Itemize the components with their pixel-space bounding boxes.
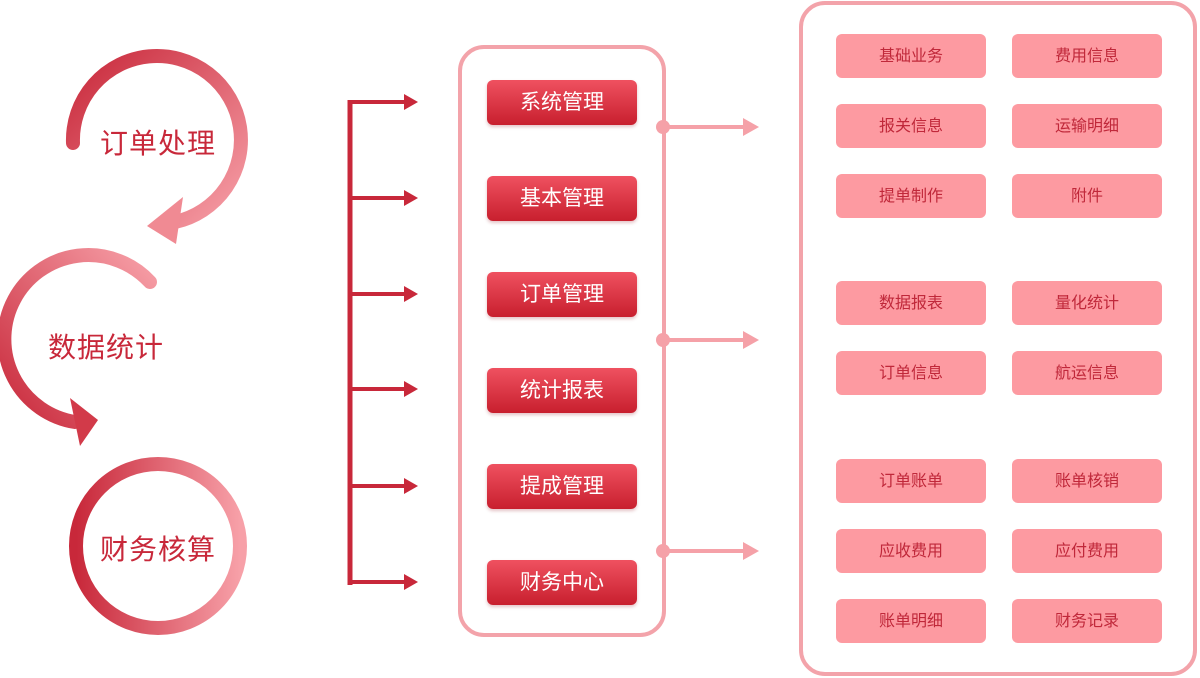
cycle-arc-2	[0, 248, 157, 429]
module-panel	[458, 45, 666, 637]
cycle-ring	[69, 457, 247, 635]
feature-bill-detail[interactable]: 账单明细	[836, 599, 986, 643]
module-system-management[interactable]: 系统管理	[487, 80, 637, 125]
cycle-label-data-statistics: 数据统计	[48, 331, 165, 364]
panel-connectors	[656, 118, 759, 560]
module-statistics-reports[interactable]: 统计报表	[487, 368, 637, 413]
module-order-management[interactable]: 订单管理	[487, 272, 637, 317]
feature-panel	[799, 1, 1197, 676]
feature-payables[interactable]: 应付费用	[1012, 529, 1162, 573]
feature-attachments[interactable]: 附件	[1012, 174, 1162, 218]
feature-bill-writeoff[interactable]: 账单核销	[1012, 459, 1162, 503]
cycle-arc-1	[65, 48, 248, 229]
feature-transport-detail[interactable]: 运输明细	[1012, 104, 1162, 148]
feature-receivables[interactable]: 应收费用	[836, 529, 986, 573]
branch-arrows	[350, 94, 418, 590]
cycle-arrowhead-2	[70, 398, 98, 446]
feature-order-info[interactable]: 订单信息	[836, 351, 986, 395]
cycle-label-order-processing: 订单处理	[100, 127, 217, 160]
cycle-label-financial-accounting: 财务核算	[100, 533, 217, 566]
cycle-arrowhead-1	[147, 197, 183, 244]
feature-fee-info[interactable]: 费用信息	[1012, 34, 1162, 78]
feature-basic-business[interactable]: 基础业务	[836, 34, 986, 78]
feature-quantified-stats[interactable]: 量化统计	[1012, 281, 1162, 325]
module-commission-management[interactable]: 提成管理	[487, 464, 637, 509]
feature-order-bill[interactable]: 订单账单	[836, 459, 986, 503]
module-basic-management[interactable]: 基本管理	[487, 176, 637, 221]
feature-shipping-info[interactable]: 航运信息	[1012, 351, 1162, 395]
feature-bill-of-lading[interactable]: 提单制作	[836, 174, 986, 218]
feature-finance-records[interactable]: 财务记录	[1012, 599, 1162, 643]
module-finance-center[interactable]: 财务中心	[487, 560, 637, 605]
feature-customs-info[interactable]: 报关信息	[836, 104, 986, 148]
feature-data-reports[interactable]: 数据报表	[836, 281, 986, 325]
